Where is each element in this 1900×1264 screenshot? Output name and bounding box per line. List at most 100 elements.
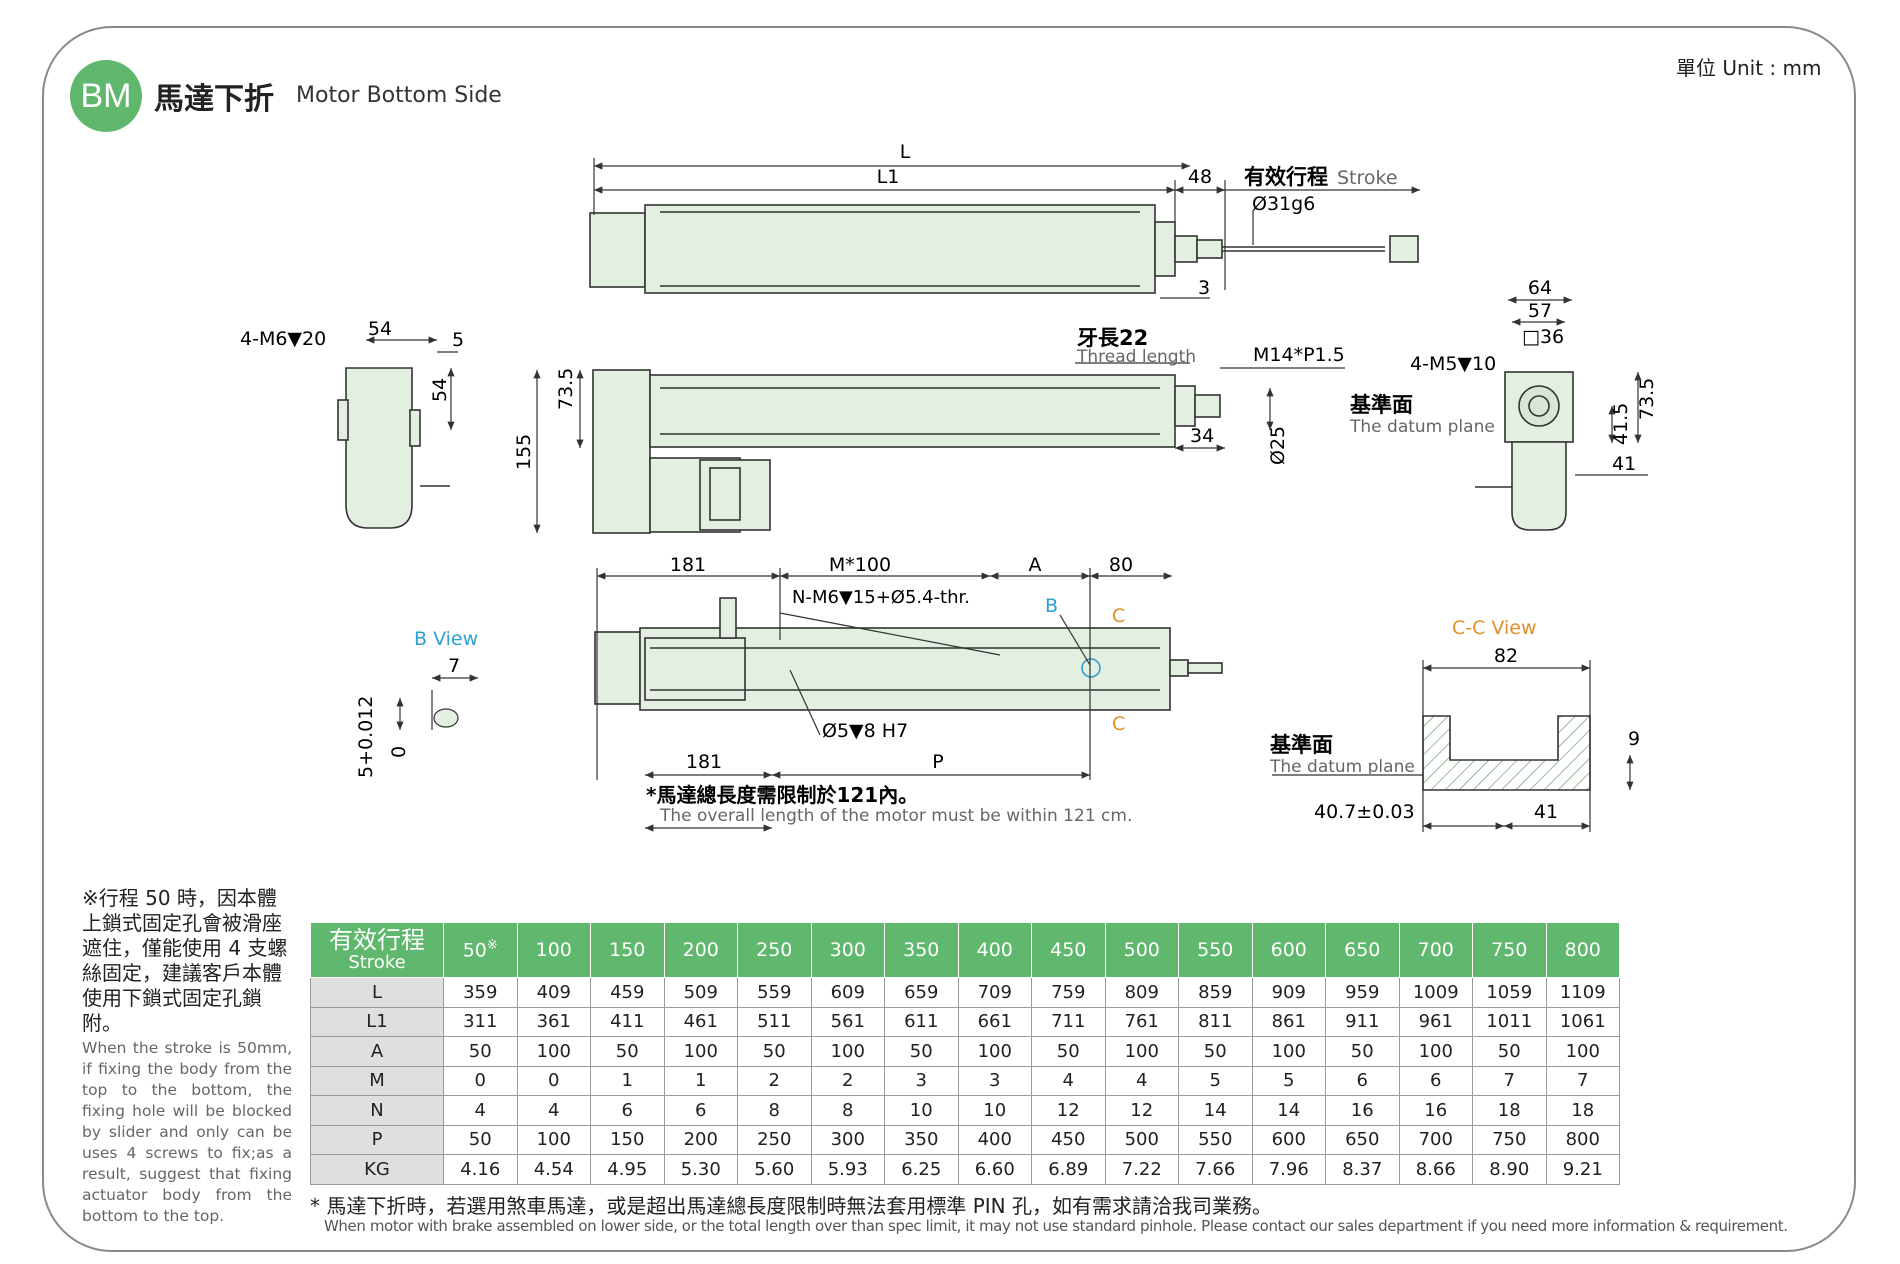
cc-dim-41: 41 <box>1534 801 1558 823</box>
cc-view-title: C-C View <box>1452 617 1537 639</box>
table-cell: 100 <box>516 1036 591 1067</box>
table-cell: 12 <box>1104 1095 1179 1126</box>
table-cell: 50 <box>1031 1036 1106 1067</box>
motor-length-note-en: The overall length of the motor must be … <box>659 806 1132 826</box>
table-cell: 609 <box>810 977 885 1008</box>
table-cell: 250 <box>737 1124 812 1155</box>
dim-a: A <box>1029 554 1042 576</box>
header-stroke-600: 600 <box>1251 922 1326 978</box>
table-cell: 1109 <box>1545 977 1620 1008</box>
table-cell: 50 <box>884 1036 959 1067</box>
page-title: 馬達下折 <box>154 82 274 117</box>
dim-73-5-right: 73.5 <box>1636 378 1658 420</box>
table-cell: 761 <box>1104 1006 1179 1037</box>
dim-p: P <box>932 751 943 773</box>
header-stroke-150: 150 <box>590 922 665 978</box>
table-cell: 14 <box>1251 1095 1326 1126</box>
dim-155: 155 <box>513 434 535 470</box>
table-cell: 100 <box>810 1036 885 1067</box>
footer-note-zh: * 馬達下折時，若選用煞車馬達，或是超出馬達總長度限制時無法套用標準 PIN 孔… <box>310 1194 1272 1218</box>
header-stroke-zh: 有效行程 <box>329 926 425 954</box>
table-cell: 4 <box>1104 1065 1179 1096</box>
dim-5: 5 <box>452 329 464 351</box>
section-c-top: C <box>1112 605 1125 627</box>
header-stroke-750: 750 <box>1472 922 1547 978</box>
table-cell: 1 <box>590 1065 665 1096</box>
right-end-view <box>1475 371 1574 531</box>
table-cell: 1061 <box>1545 1006 1620 1037</box>
table-cell: 1059 <box>1472 977 1547 1008</box>
table-cell: 4.16 <box>443 1154 518 1185</box>
table-cell: 409 <box>516 977 591 1008</box>
header-stroke-100: 100 <box>516 922 591 978</box>
stroke-50-value: 50 <box>462 939 487 962</box>
table-cell: 3 <box>884 1065 959 1096</box>
table-cell: 150 <box>590 1124 665 1155</box>
top-view-dims <box>593 158 1420 299</box>
table-cell: 359 <box>443 977 518 1008</box>
header-stroke-450: 450 <box>1031 922 1106 978</box>
table-cell: 8.66 <box>1398 1154 1473 1185</box>
stroke-label-zh: 有效行程 <box>1244 165 1328 189</box>
table-cell: 709 <box>957 977 1032 1008</box>
table-cell: 861 <box>1251 1006 1326 1037</box>
table-cell: 50 <box>590 1036 665 1067</box>
row-label: A <box>310 1036 444 1067</box>
thread-m14: M14*P1.5 <box>1253 344 1345 366</box>
table-cell: 0 <box>516 1065 591 1096</box>
table-cell: 5.60 <box>737 1154 812 1185</box>
table-cell: 959 <box>1325 977 1400 1008</box>
stroke-50-note: ※行程 50 時，因本體上鎖式固定孔會被滑座遮住，僅能使用 4 支螺絲固定，建議… <box>82 886 292 1227</box>
dim-181-top: 181 <box>670 554 706 576</box>
table-cell: 500 <box>1104 1124 1179 1155</box>
table-cell: 611 <box>884 1006 959 1037</box>
table-cell: 10 <box>957 1095 1032 1126</box>
table-cell: 16 <box>1398 1095 1473 1126</box>
table-cell: 509 <box>663 977 738 1008</box>
header-stroke-200: 200 <box>663 922 738 978</box>
b-tolerance: 5+0.012 <box>355 696 377 778</box>
unit-label: 單位 Unit : mm <box>1676 56 1822 80</box>
hole-4m6: 4-M6▼20 <box>240 328 326 350</box>
cc-dim-9: 9 <box>1628 728 1640 750</box>
section-c-bottom: C <box>1112 713 1125 735</box>
table-cell: 711 <box>1031 1006 1106 1037</box>
table-cell: 50 <box>1472 1036 1547 1067</box>
table-cell: 50 <box>443 1124 518 1155</box>
table-cell: 2 <box>810 1065 885 1096</box>
motor-length-note-zh: *馬達總長度需限制於121內。 <box>646 783 918 807</box>
table-cell: 50 <box>443 1036 518 1067</box>
b-dim-7: 7 <box>448 655 460 677</box>
table-cell: 300 <box>810 1124 885 1155</box>
model-badge: BM <box>70 60 142 132</box>
table-cell: 459 <box>590 977 665 1008</box>
n-m6-thread: N-M6▼15+Ø5.4-thr. <box>792 587 970 608</box>
header-stroke-50: 50※ <box>443 922 518 978</box>
pin-hole: Ø5▼8 H7 <box>822 720 908 742</box>
table-cell: 9.21 <box>1545 1154 1620 1185</box>
left-end-view <box>337 367 450 529</box>
table-cell: 450 <box>1031 1124 1106 1155</box>
table-cell: 511 <box>737 1006 812 1037</box>
table-cell: 14 <box>1178 1095 1253 1126</box>
dim-41-right: 41 <box>1612 453 1636 475</box>
header-stroke-650: 650 <box>1325 922 1400 978</box>
table-cell: 18 <box>1472 1095 1547 1126</box>
table-cell: 6.89 <box>1031 1154 1106 1185</box>
table-cell: 361 <box>516 1006 591 1037</box>
table-cell: 6 <box>663 1095 738 1126</box>
table-cell: 6 <box>590 1095 665 1126</box>
cc-datum-en: The datum plane <box>1269 757 1415 777</box>
header-stroke-en: Stroke <box>348 952 406 973</box>
dim-54-top: 54 <box>368 318 392 340</box>
table-cell: 911 <box>1325 1006 1400 1037</box>
header-stroke-400: 400 <box>957 922 1032 978</box>
table-cell: 100 <box>516 1124 591 1155</box>
table-cell: 8 <box>810 1095 885 1126</box>
